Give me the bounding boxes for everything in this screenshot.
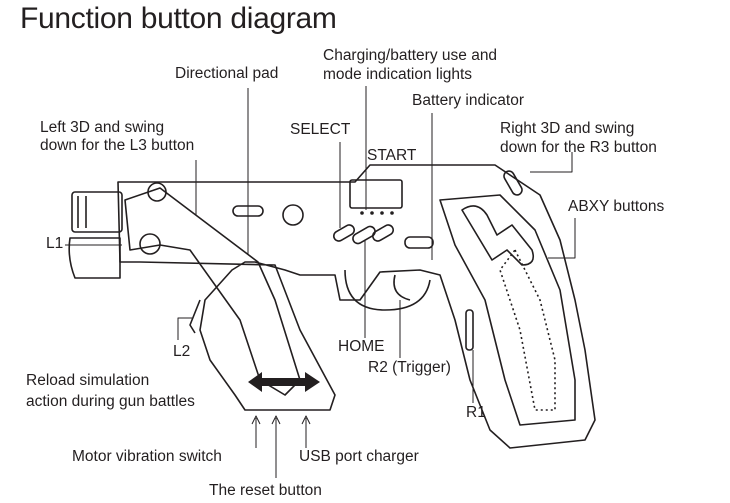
label-start: START — [367, 147, 417, 164]
label-left3d-line2: down for the L3 button — [40, 137, 195, 154]
left-grip-panel — [124, 187, 301, 396]
mode-lights — [360, 211, 394, 215]
l-joystick-ring — [139, 233, 161, 255]
label-home: HOME — [338, 338, 385, 355]
label-right3d-line2: down for the R3 button — [500, 139, 657, 156]
l2-button — [189, 299, 201, 334]
r1-button — [465, 309, 474, 351]
right-grip-texture — [499, 249, 556, 411]
label-l2: L2 — [173, 343, 191, 360]
abxy-cluster — [461, 205, 535, 266]
label-l1: L1 — [46, 235, 64, 252]
r3-stick — [503, 170, 523, 196]
bottom-pointer-arrows — [251, 415, 311, 478]
diagram-title: Function button diagram — [20, 2, 337, 35]
label-r1: R1 — [466, 404, 486, 421]
dpad-button — [282, 204, 304, 226]
label-left3d-line1: Left 3D and swing — [40, 119, 165, 136]
label-directional-pad: Directional pad — [175, 65, 279, 82]
led-window — [349, 179, 403, 209]
l3-stick — [147, 182, 167, 202]
label-usb: USB port charger — [299, 448, 419, 465]
battery-indicator — [404, 236, 434, 249]
select-button — [333, 224, 355, 242]
home-button — [352, 225, 376, 245]
label-reload-line2: action during gun battles — [26, 393, 195, 410]
label-right3d-line1: Right 3D and swing — [500, 120, 635, 137]
label-reset: The reset button — [209, 482, 322, 499]
reload-arrow-icon — [248, 372, 320, 392]
right-grip — [439, 194, 576, 426]
label-select: SELECT — [290, 121, 351, 138]
trigger-guard — [344, 269, 431, 311]
label-abxy: ABXY buttons — [568, 198, 665, 215]
label-reload-line1: Reload simulation — [26, 372, 150, 389]
muzzle — [68, 191, 123, 279]
label-charging-line2: mode indication lights — [323, 66, 473, 83]
label-r2: R2 (Trigger) — [368, 359, 451, 376]
label-motor: Motor vibration switch — [72, 448, 222, 465]
gun-body — [117, 164, 596, 449]
label-charging-line1: Charging/battery use and — [323, 47, 498, 64]
r2-trigger — [393, 274, 411, 301]
label-battery-indicator: Battery indicator — [412, 92, 524, 109]
start-button — [372, 224, 394, 242]
leader-lines — [65, 86, 576, 403]
